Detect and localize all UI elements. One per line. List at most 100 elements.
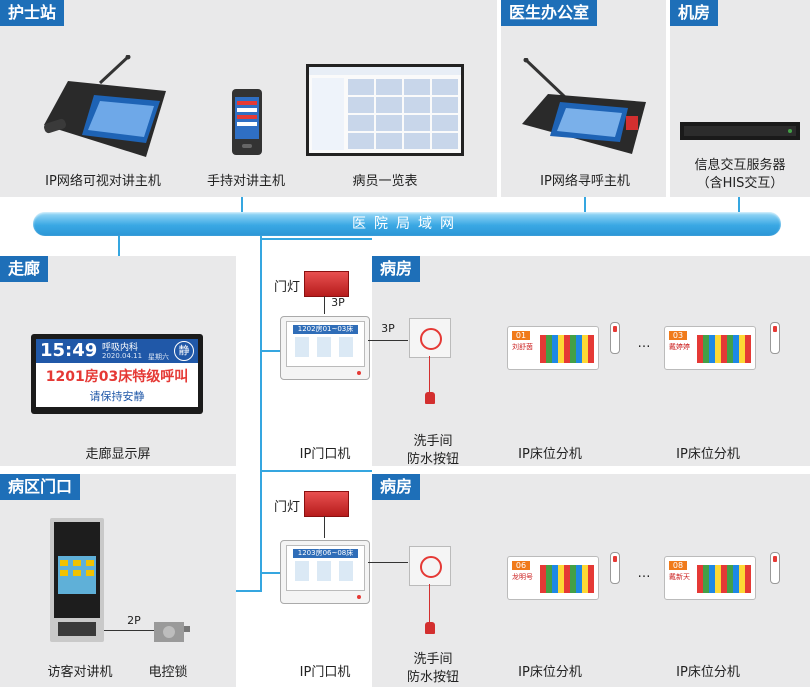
- lock-wire: [104, 630, 154, 631]
- doctor-office-tag: 医生办公室: [501, 0, 598, 26]
- quiet-badge: 静: [174, 341, 194, 361]
- wash-label-2b: 防水按钮: [406, 670, 459, 685]
- bed-number: 08: [669, 561, 687, 570]
- bed-number: 01: [512, 331, 530, 340]
- bed-status-bars: [697, 335, 751, 363]
- bed-unit-03: 03 戴婷婷: [664, 326, 756, 370]
- wash-cord-2: [429, 584, 430, 622]
- visitor-intercom-image: [50, 518, 104, 642]
- call-handset: [610, 552, 620, 584]
- bed-unit-label-1: IP床位分机: [518, 447, 582, 462]
- door-lamp-wire-2: [324, 516, 325, 538]
- wash-label-2a: 洗手间: [413, 652, 453, 667]
- wash-pull-1: [425, 392, 435, 404]
- wash-cord-1: [429, 356, 430, 392]
- ellipsis-1: …: [637, 336, 651, 351]
- handheld-host-label: 手持对讲主机: [206, 174, 285, 189]
- bed-unit-label-2: IP床位分机: [676, 447, 740, 462]
- bed-patient-name: 龙明号: [512, 573, 533, 581]
- wash-pull-2: [425, 622, 435, 634]
- corridor-dept: 呼吸内科: [102, 343, 139, 353]
- corridor-display-screen: 15:49 呼吸内科 2020.04.11 星期六 静 1201房03床特级呼叫…: [31, 334, 203, 414]
- link-nurse-station: [241, 197, 243, 213]
- door-lamp-label-2: 门灯: [273, 500, 300, 515]
- two-p-label: 2P: [127, 614, 141, 627]
- nurse-station-tag: 护士站: [0, 0, 65, 26]
- patient-photo: [295, 337, 309, 357]
- three-p-label-lamp-1: 3P: [331, 296, 345, 309]
- patient-list-label: 病员一览表: [352, 174, 418, 189]
- corridor-time: 15:49: [40, 340, 98, 361]
- bed-patient-name: 刘舒茵: [512, 343, 533, 351]
- patient-photo: [317, 337, 331, 357]
- patient-photo: [295, 561, 309, 581]
- door-unit-2-title: 1203房06~08床: [293, 549, 358, 558]
- bed-unit-06: 06 龙明号: [507, 556, 599, 600]
- electric-lock-image: [154, 622, 190, 642]
- branch-door-2: [260, 572, 280, 574]
- video-intercom-host-image: [44, 55, 166, 157]
- bed-patient-name: 戴婷婷: [669, 343, 690, 351]
- bed-unit-08: 08 戴新天: [664, 556, 756, 600]
- patient-list-image: [306, 64, 464, 156]
- wash-label-1b: 防水按钮: [406, 452, 459, 467]
- door-lamp-1: [304, 271, 349, 297]
- paging-host-label: IP网络寻呼主机: [540, 174, 630, 189]
- video-intercom-host-label: IP网络可视对讲主机: [45, 174, 161, 189]
- bed-status-bars: [540, 335, 594, 363]
- info-server-image: [680, 122, 800, 140]
- visitor-intercom-label: 访客对讲机: [47, 665, 113, 680]
- door-unit-1-label: IP门口机: [299, 447, 351, 462]
- paging-host-image: [522, 58, 646, 154]
- bed-unit-01: 01 刘舒茵: [507, 326, 599, 370]
- link-corridor: [118, 236, 120, 256]
- door-lamp-2: [304, 491, 349, 517]
- handheld-host-image: [232, 89, 262, 155]
- wash-label-1a: 洗手间: [413, 434, 453, 449]
- electric-lock-label: 电控锁: [148, 665, 188, 680]
- corridor-tag: 走廊: [0, 256, 49, 282]
- corridor-display-body: 1201房03床特级呼叫 请保持安静: [36, 363, 198, 407]
- branch-ward-1: [260, 238, 372, 240]
- bed-patient-name: 戴新天: [669, 573, 690, 581]
- bed-unit-label-4: IP床位分机: [676, 665, 740, 680]
- main-trunk: [260, 236, 262, 592]
- door-unit-2-call-dot: [357, 595, 361, 599]
- patient-photo: [339, 337, 353, 357]
- three-p-label-wash-1: 3P: [381, 322, 395, 335]
- wash-button-2: [409, 546, 451, 586]
- door-lamp-wire-1: [324, 296, 325, 314]
- bed-number: 03: [669, 331, 687, 340]
- bed-number: 06: [512, 561, 530, 570]
- corridor-date: 2020.04.11: [102, 352, 143, 360]
- corridor-display-header: 15:49 呼吸内科 2020.04.11 星期六 静: [36, 339, 198, 363]
- door-unit-1-screen: 1202房01~03床: [286, 321, 365, 367]
- call-handset: [610, 322, 620, 354]
- patient-photo: [339, 561, 353, 581]
- door-unit-1: 1202房01~03床: [280, 316, 370, 380]
- ward-gate-tag: 病区门口: [0, 474, 81, 500]
- door-unit-2: 1203房06~08床: [280, 540, 370, 604]
- door-unit-2-label: IP门口机: [299, 665, 351, 680]
- branch-door-1: [260, 350, 280, 352]
- bed-status-bars: [540, 565, 594, 593]
- corridor-display-label: 走廊显示屏: [85, 447, 151, 462]
- ward-gate-panel: 病区门口: [0, 474, 236, 687]
- patient-photo: [317, 561, 331, 581]
- door-unit-1-call-dot: [357, 371, 361, 375]
- link-doctor-office: [584, 197, 586, 213]
- server-room-tag: 机房: [670, 0, 719, 26]
- corridor-alert: 1201房03床特级呼叫: [45, 369, 189, 385]
- corridor-notice: 请保持安静: [89, 390, 145, 403]
- ward-2-tag: 病房: [372, 474, 421, 500]
- info-server-label-1: 信息交互服务器: [694, 158, 786, 173]
- ellipsis-2: …: [637, 566, 651, 581]
- bed-unit-label-3: IP床位分机: [518, 665, 582, 680]
- hospital-lan-bus: 医院局域网: [33, 212, 781, 236]
- link-server-room: [738, 197, 740, 213]
- corridor-weekday: 星期六: [148, 353, 169, 361]
- branch-ward-gate: [236, 590, 262, 592]
- door-unit-1-title: 1202房01~03床: [293, 325, 358, 334]
- branch-ward-2: [260, 470, 372, 472]
- info-server-label-2: （含HIS交互）: [696, 176, 784, 191]
